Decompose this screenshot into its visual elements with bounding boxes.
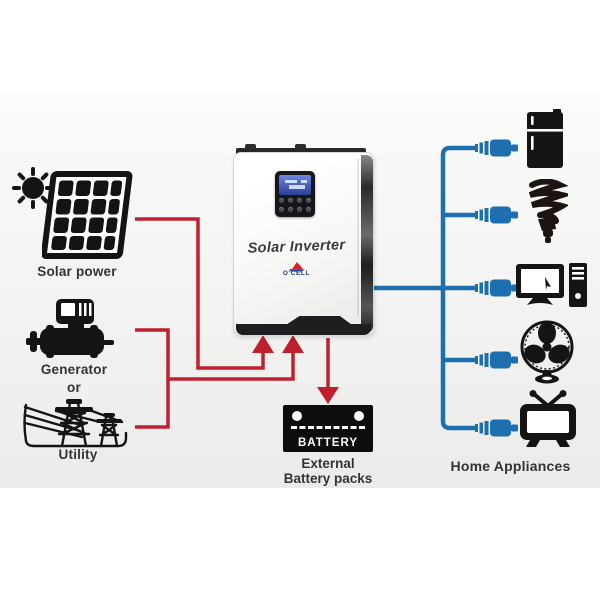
ac-blue-wires [372,145,477,431]
generator-icon [26,299,114,358]
plug-icon [475,206,518,224]
electric-fan-icon [520,320,574,384]
inverter-buttons-row [279,207,311,212]
plug-icon [475,351,518,369]
utility-towers-icon [23,399,128,448]
inverter-buttons-row [279,198,311,203]
battery-caption-line2: Battery packs [283,471,373,486]
mount-tab [295,144,306,150]
refrigerator-icon [527,109,563,168]
inverter-lcd-screen [279,175,311,195]
plug-icon [475,419,518,437]
utility-label: Utility [58,447,98,462]
or-label: or [67,380,81,395]
plug-icons [475,139,518,437]
inverter-body: Solar Inverter O'CELL [233,152,374,336]
solar-panel-icon [42,171,133,259]
mount-bracket [236,148,366,155]
inverter-side-edge [361,155,373,333]
mount-tab [245,144,256,150]
cfl-bulb-icon [528,179,568,243]
sun-icon [12,167,54,209]
battery-text: BATTERY [297,437,359,449]
battery-dash-line [291,426,365,429]
inverter-control-panel [275,171,315,217]
battery-terminal [292,411,302,421]
inverter-model-text: Solar Inverter [247,237,346,257]
inverter-seam [357,159,359,315]
solar-power-label: Solar power [37,264,117,279]
arrow-down-icon [317,387,339,404]
red-arrowheads [252,335,339,404]
battery-caption: External Battery packs [258,456,398,486]
arrow-up-icon [252,335,274,353]
plug-icon [475,279,518,297]
wire-solar-to-inverter [135,217,265,370]
plug-icon [475,139,518,157]
brand-name-text: O'CELL [282,270,311,277]
inverter-bottom-vent [236,316,371,335]
home-appliances-label: Home Appliances [450,458,571,474]
solar-inverter-unit: Solar Inverter O'CELL [233,144,374,336]
wire-generator-utility-join [135,328,170,429]
generator-label: Generator [40,362,108,377]
battery-icon: BATTERY [283,405,373,452]
television-icon [520,390,576,447]
wire-join-to-inverter [168,350,295,381]
battery-caption-line1: External [301,456,355,471]
dc-red-wires [135,217,330,429]
brand-logo-icon [234,259,359,277]
desktop-computer-icon [516,263,587,307]
battery-terminal [354,411,364,421]
arrow-up-icon [282,335,304,353]
